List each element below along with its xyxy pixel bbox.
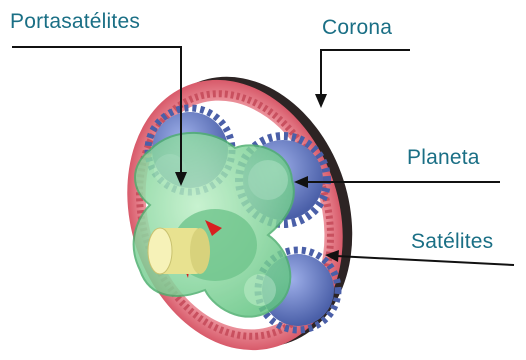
label-portasatelites: Portasatélites [10,10,140,34]
label-satelites: Satélites [411,230,493,254]
label-planeta: Planeta [407,146,480,170]
leader-ring [315,50,410,108]
label-corona: Corona [322,16,392,40]
